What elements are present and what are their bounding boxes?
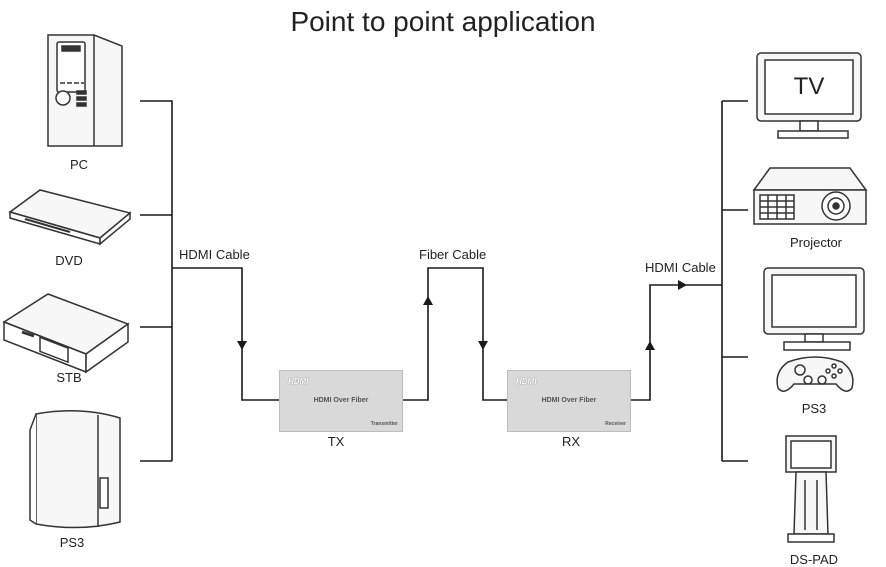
receiver-device: HDMI HDMI Over Fiber Receiver [507, 370, 631, 432]
pc-tower-icon [47, 34, 123, 147]
arrow-up-icon [645, 341, 655, 350]
arrow-up-icon [423, 296, 433, 305]
transmitter-device: HDMI HDMI Over Fiber Transmitter [279, 370, 403, 432]
gamepad-icon [776, 356, 854, 392]
rx-label: RX [561, 434, 581, 449]
monitor-icon [763, 267, 865, 351]
projector-icon [752, 167, 868, 225]
projector-label: Projector [789, 235, 843, 250]
ds-pad-label: DS-PAD [789, 552, 839, 567]
ps3-console-icon [29, 410, 121, 529]
arrow-down-icon [478, 341, 488, 350]
hdmi-cable-right-label: HDMI Cable [645, 260, 716, 275]
fiber-cable-label: Fiber Cable [419, 247, 487, 262]
fiber-cable-line [402, 267, 508, 401]
ps3-console-label: PS3 [59, 535, 85, 550]
source-bus-line [140, 100, 173, 462]
tv-screen-text: TV [793, 73, 825, 100]
receiver-product: HDMI Over Fiber [541, 397, 597, 404]
hdmi-cable-left-line [172, 267, 280, 401]
arrow-right-icon [678, 280, 687, 290]
set-top-box-icon [2, 293, 130, 374]
transmitter-brand: HDMI [288, 377, 309, 386]
receiver-role: Receiver [605, 421, 626, 427]
pc-label: PC [69, 157, 89, 172]
stb-label: STB [56, 370, 82, 385]
tv-icon [756, 52, 862, 139]
dvd-label: DVD [55, 253, 83, 268]
arrow-down-icon [237, 341, 247, 350]
ps3-display-label: PS3 [801, 401, 827, 416]
receiver-brand: HDMI [516, 377, 537, 386]
diagram-title: Point to point application [290, 6, 596, 37]
hdmi-cable-left-label: HDMI Cable [179, 247, 250, 262]
display-bus-line [721, 100, 748, 462]
hdmi-cable-right-line [630, 284, 722, 401]
ds-pad-kiosk-icon [785, 435, 837, 543]
tx-label: TX [327, 434, 345, 449]
transmitter-product: HDMI Over Fiber [313, 397, 369, 404]
dvd-player-icon [8, 189, 132, 246]
transmitter-role: Transmitter [370, 421, 398, 427]
